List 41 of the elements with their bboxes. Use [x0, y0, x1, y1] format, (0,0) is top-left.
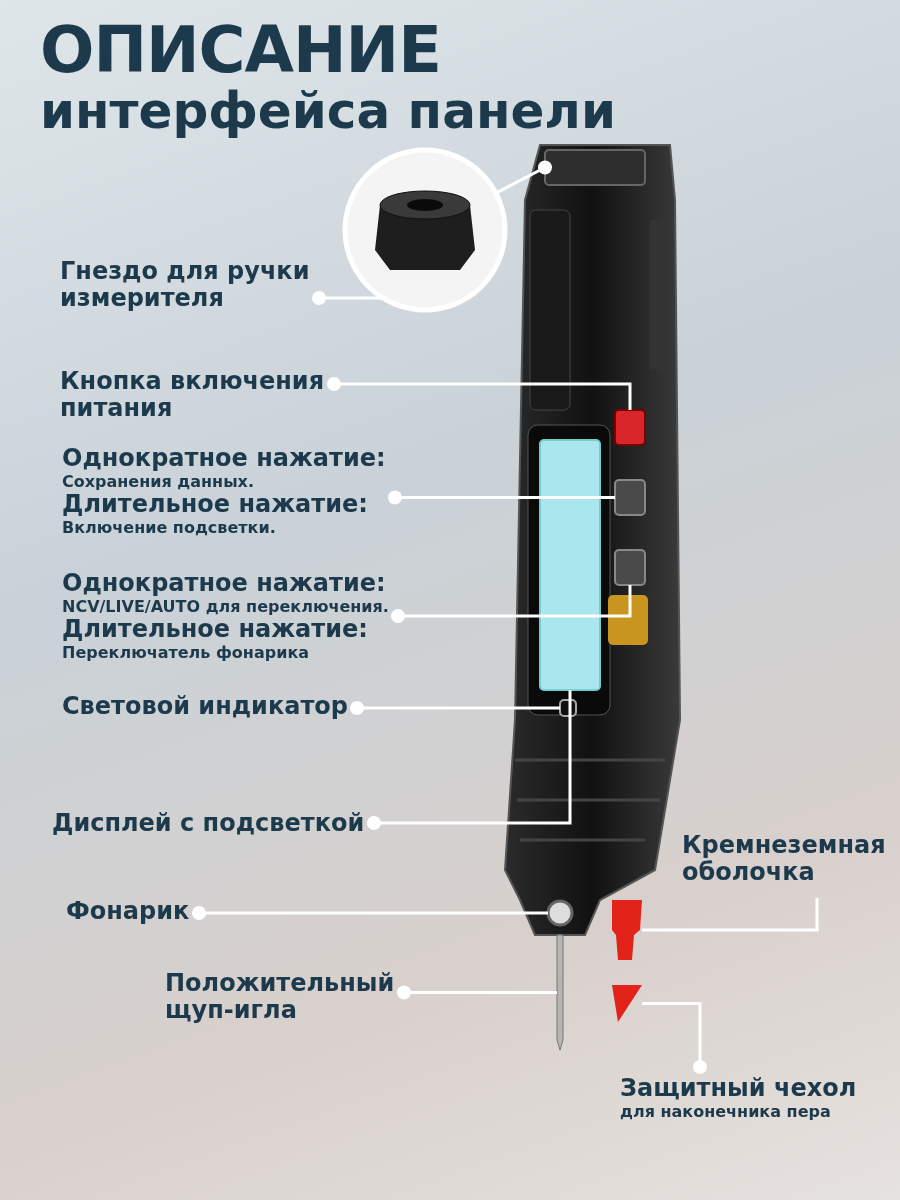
- title: ОПИСАНИЕ интерфейса панели: [40, 18, 616, 136]
- tip-cap: [612, 985, 642, 1022]
- flashlight-lens: [546, 899, 574, 927]
- leader-line: [350, 701, 560, 715]
- callout-label: Фонарик: [66, 898, 191, 925]
- callout-heading: Однократное нажатие:: [62, 570, 386, 597]
- leader-line: [397, 985, 557, 1000]
- callout-note: Включение подсветки.: [62, 518, 276, 537]
- multimeter-pen-drawing: [504, 144, 681, 936]
- probe-needle: [556, 934, 564, 1051]
- leader-line: [642, 1002, 707, 1074]
- power-button: [614, 409, 646, 446]
- leader-line: [495, 160, 552, 195]
- callout-label: Положительный щуп-игла: [165, 970, 396, 1024]
- indicator-light: [559, 699, 577, 717]
- leader-line: [388, 490, 615, 505]
- mode-button: [614, 549, 646, 586]
- callout-note: для наконечника пера: [620, 1102, 831, 1121]
- leader-line: [367, 690, 572, 830]
- callout-note: Сохранения данных.: [62, 472, 254, 491]
- callout-label: Световой индикатор: [62, 693, 349, 720]
- callout-heading: Длительное нажатие:: [62, 491, 368, 518]
- callout-label: Кнопка включения питания: [60, 368, 326, 422]
- leader-line: [312, 291, 383, 305]
- hold-button: [614, 479, 646, 516]
- callout-label: Кремнеземная оболочка: [682, 832, 887, 886]
- leader-line: [391, 585, 632, 623]
- callout-heading: Защитный чехол: [620, 1075, 857, 1102]
- socket: [544, 149, 646, 186]
- callout-label: Дисплей с подсветкой: [52, 810, 366, 837]
- leader-line: [192, 906, 548, 920]
- socket-closeup-picture: [342, 147, 508, 313]
- callout-heading: Однократное нажатие:: [62, 445, 386, 472]
- callout-heading: Длительное нажатие:: [62, 616, 368, 643]
- lcd-display: [539, 439, 601, 691]
- callout-note: NCV/LIVE/AUTO для переключения.: [62, 597, 389, 616]
- leader-line: [327, 377, 632, 410]
- leader-line: [642, 898, 819, 932]
- callout-note: Переключатель фонарика: [62, 643, 310, 662]
- silicone-sleeve: [612, 900, 642, 960]
- callout-label: Гнездо для ручки измерителя: [60, 258, 311, 312]
